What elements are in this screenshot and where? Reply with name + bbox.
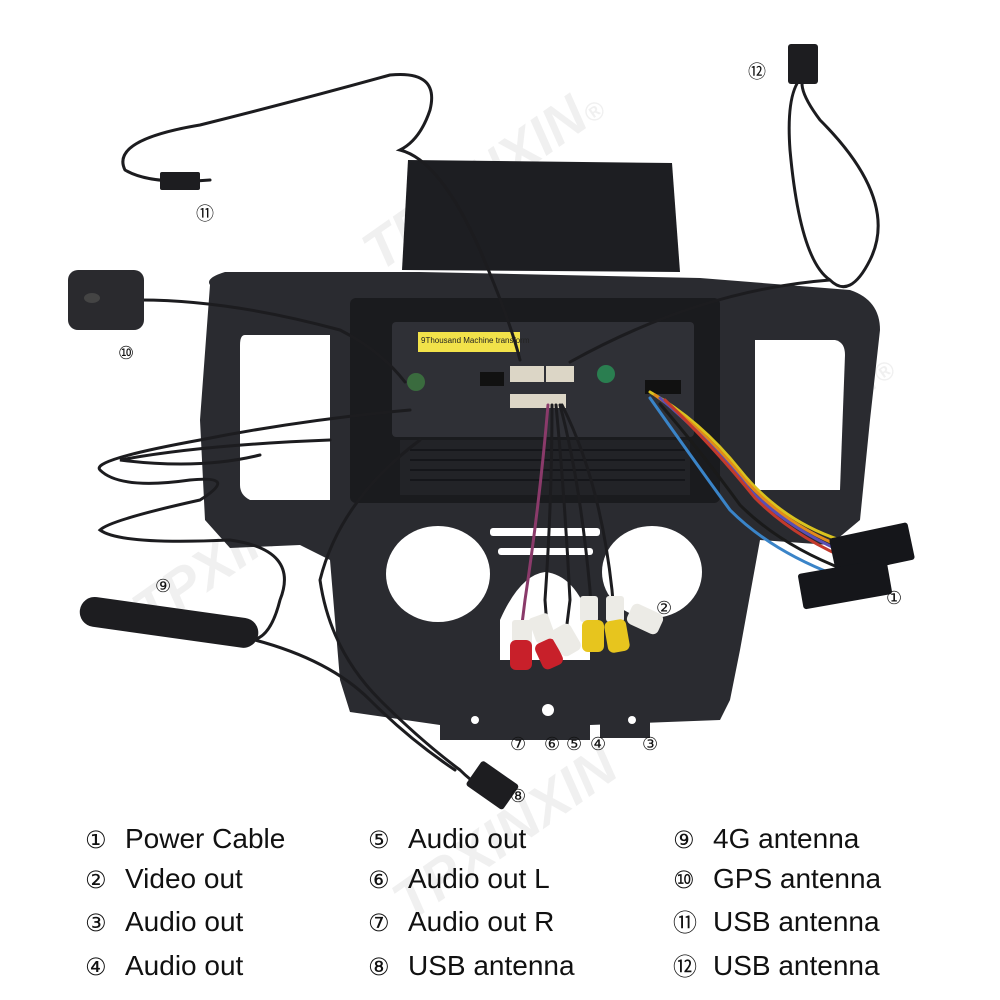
- right-cutout: [755, 340, 845, 490]
- callout-8: ⑧: [510, 786, 527, 807]
- rca-red-2: [535, 638, 563, 670]
- green-port: [597, 365, 615, 383]
- callout-2: ②: [656, 598, 673, 619]
- connector-b: [546, 366, 574, 382]
- cable-8b: [253, 638, 457, 772]
- cable-11: [121, 72, 522, 362]
- vent-hole-left: [386, 526, 490, 622]
- head-unit-sticker: [418, 332, 520, 352]
- callout-10: ⑩: [118, 343, 135, 364]
- bottom-tab-left: [440, 700, 500, 738]
- callout-11: ⑪: [196, 204, 214, 225]
- slot-2: [498, 548, 593, 555]
- callout-4: ④: [590, 734, 607, 755]
- usb-end-12: [788, 44, 818, 84]
- harness-plug: [645, 380, 681, 394]
- power-plug-b: [798, 558, 892, 610]
- usb-end-8: [466, 761, 519, 810]
- power-plug-a: [829, 522, 915, 576]
- rca-white-1: [551, 623, 581, 657]
- 4g-antenna: [79, 596, 259, 648]
- bottom-tab-right: [600, 700, 650, 738]
- left-cutout: [240, 335, 330, 500]
- cable-12: [568, 70, 880, 364]
- rca-red-1: [510, 640, 532, 670]
- connector-a: [510, 366, 544, 382]
- svg-text:9Thousand Machine transform: 9Thousand Machine transform: [421, 336, 530, 345]
- cable-10: [138, 298, 407, 384]
- callout-3: ③: [642, 734, 659, 755]
- cable-9b: [119, 438, 332, 466]
- gps-puck: [68, 270, 144, 330]
- cable-9a: [97, 408, 412, 642]
- callout-5: ⑤: [566, 734, 583, 755]
- vent-hole-right: [602, 526, 702, 618]
- usb-end-11: [160, 172, 200, 190]
- rca-yellow-2: [604, 619, 630, 653]
- connector-d: [480, 372, 504, 386]
- connector-c: [510, 394, 566, 408]
- gps-port: [407, 373, 425, 391]
- rca-white-2: [626, 603, 664, 635]
- callout-6: ⑥: [544, 734, 561, 755]
- callout-1: ①: [886, 588, 903, 609]
- slot-1: [490, 528, 600, 536]
- rca-yellow-1: [582, 620, 604, 652]
- callout-7: ⑦: [510, 734, 527, 755]
- screen-back: [402, 160, 680, 272]
- callout-9: ⑨: [155, 576, 172, 597]
- cable-8: [318, 438, 502, 797]
- callout-12: ⑫: [748, 62, 766, 83]
